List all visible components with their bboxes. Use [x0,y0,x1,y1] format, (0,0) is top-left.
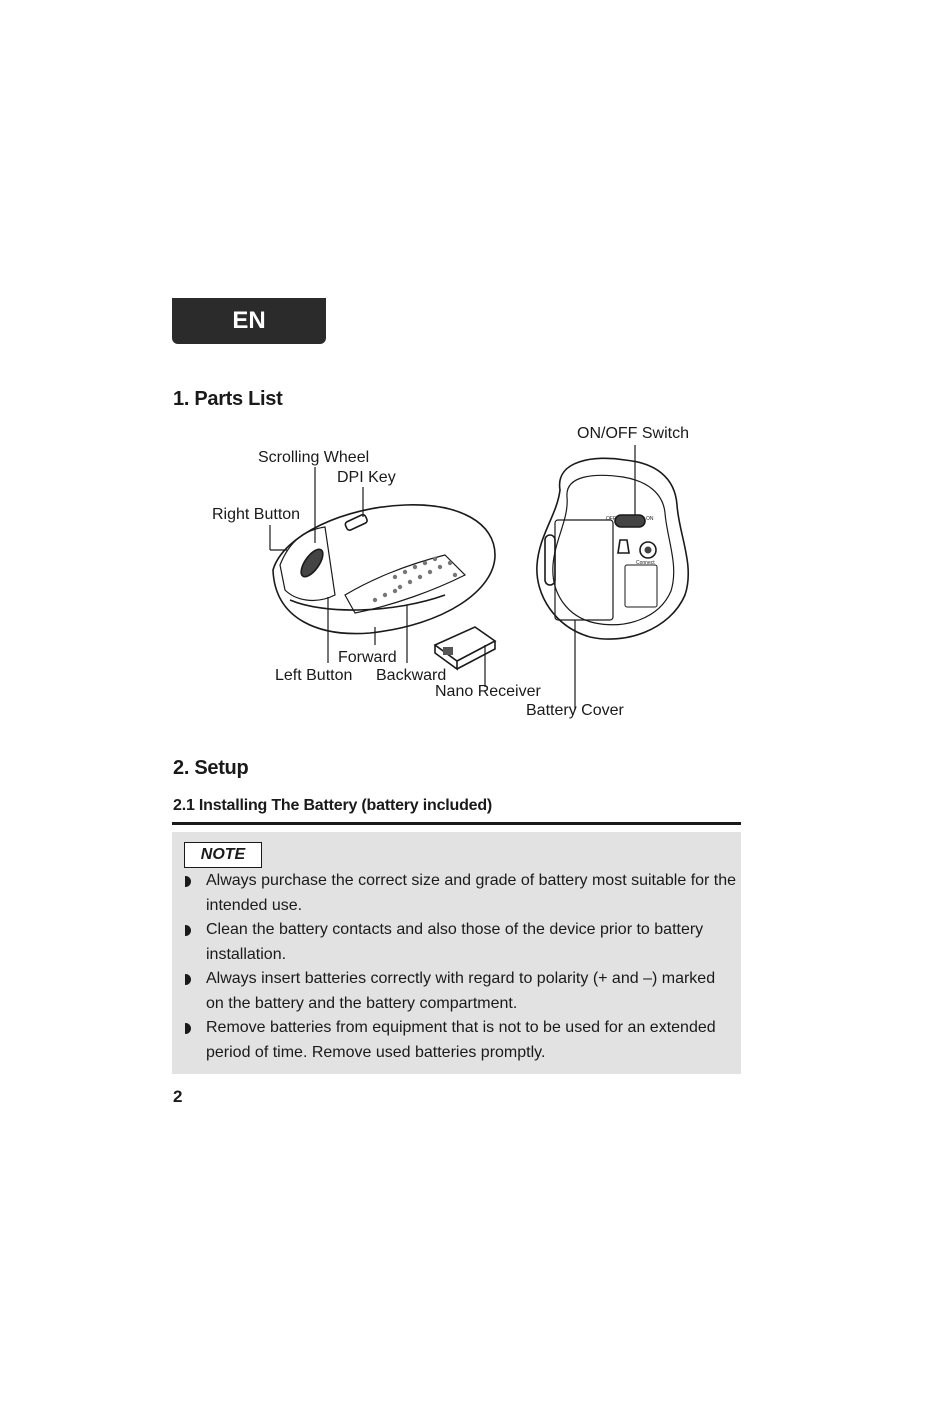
note-item-text: Always purchase the correct size and gra… [206,872,737,914]
bullet-icon [185,925,191,936]
battery-cover-shape [554,519,614,621]
note-item: Always purchase the correct size and gra… [182,869,737,918]
note-list: Always purchase the correct size and gra… [182,869,737,1065]
note-item-text: Always insert batteries correctly with r… [206,970,716,1012]
switch-body [614,514,646,528]
mouse-illustration [269,445,689,710]
bullet-icon [185,974,191,985]
language-tab: EN [172,298,326,344]
note-item-text: Remove batteries from equipment that is … [206,1019,716,1061]
bullet-icon [185,876,191,887]
callout-battery-cover: Battery Cover [526,702,624,719]
note-item: Remove batteries from equipment that is … [182,1016,737,1065]
callout-forward: Forward [338,649,397,666]
note-box: NOTE Always purchase the correct size an… [172,832,741,1074]
callout-right-button: Right Button [212,506,301,523]
callout-scrolling-wheel: Scrolling Wheel [258,449,370,466]
bullet-icon [185,1023,191,1034]
mouse-side-curve [289,594,446,611]
switch-off-label: OFF [606,516,616,522]
mouse-body-outline [272,504,496,635]
note-item: Always insert batteries correctly with r… [182,967,737,1016]
section-divider [172,822,741,825]
switch-on-label: ON [646,516,654,522]
installing-battery-subheading: 2.1 Installing The Battery (battery incl… [173,797,493,814]
note-item-text: Clean the battery contacts and also thos… [206,921,704,963]
nano-receiver-shape [433,626,497,671]
note-item: Clean the battery contacts and also thos… [182,918,737,967]
dpi-key-shape [344,513,368,531]
mouse-grip-panel [344,554,467,614]
callout-dpi-key: DPI Key [337,469,396,486]
mouse-bottom-outline [536,457,689,640]
mouse-bottom-inner [552,474,675,626]
mouse-grip-dots [372,556,458,603]
left-button-shape [279,526,336,602]
callout-left-button: Left Button [275,667,353,684]
setup-heading: 2. Setup [173,757,249,779]
page-number: 2 [173,1087,183,1106]
callout-backward: Backward [376,667,447,684]
parts-diagram: Scrolling Wheel DPI Key Right Button For… [195,415,755,735]
label-plate-shape [624,564,658,608]
note-tag: NOTE [184,842,262,868]
callout-on-off-switch: ON/OFF Switch [577,425,690,442]
connect-button-shape [639,541,657,559]
callout-nano-receiver: Nano Receiver [435,683,541,700]
parts-list-heading: 1. Parts List [173,388,283,410]
connect-label: Connect [636,560,655,566]
sensor-shape [617,539,630,554]
side-button-shape [544,534,556,586]
scroll-wheel-shape [300,548,324,578]
